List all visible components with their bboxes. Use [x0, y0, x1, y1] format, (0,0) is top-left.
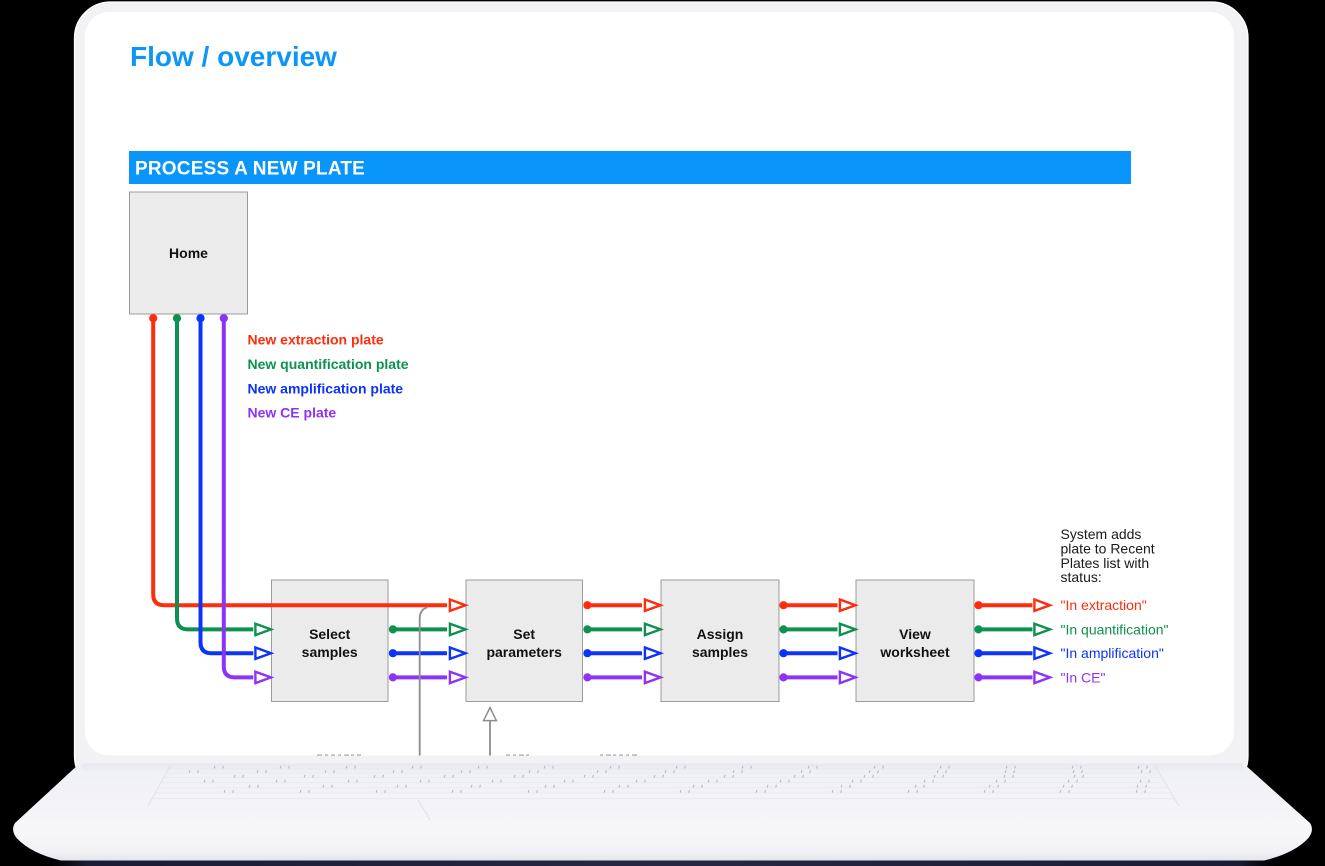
svg-text:status:: status: — [1061, 569, 1102, 585]
svg-text:Select: Select — [309, 626, 351, 642]
svg-text:samples: samples — [692, 644, 748, 660]
svg-text:worksheet: worksheet — [879, 644, 950, 660]
svg-text:Set: Set — [513, 626, 535, 642]
svg-text:"In CE": "In CE" — [1061, 669, 1106, 685]
svg-text:Home: Home — [169, 245, 208, 261]
svg-text:New CE plate: New CE plate — [248, 405, 337, 421]
svg-text:System adds: System adds — [1061, 526, 1142, 542]
svg-text:New quantification plate: New quantification plate — [248, 356, 409, 372]
svg-text:New extraction plate: New extraction plate — [248, 332, 384, 348]
svg-text:parameters: parameters — [486, 644, 562, 660]
svg-text:"In extraction": "In extraction" — [1061, 597, 1147, 613]
svg-text:Plates list with: Plates list with — [1061, 555, 1150, 571]
svg-text:PROCESS A NEW PLATE: PROCESS A NEW PLATE — [135, 159, 365, 180]
svg-text:"In amplification": "In amplification" — [1061, 645, 1164, 661]
svg-text:samples: samples — [302, 644, 358, 660]
svg-text:plate to Recent: plate to Recent — [1061, 540, 1155, 556]
svg-text:Flow / overview: Flow / overview — [130, 41, 337, 72]
svg-text:"In quantification": "In quantification" — [1061, 621, 1169, 637]
svg-text:View: View — [899, 626, 931, 642]
svg-text:New amplification plate: New amplification plate — [248, 381, 404, 397]
svg-text:Assign: Assign — [697, 626, 744, 642]
